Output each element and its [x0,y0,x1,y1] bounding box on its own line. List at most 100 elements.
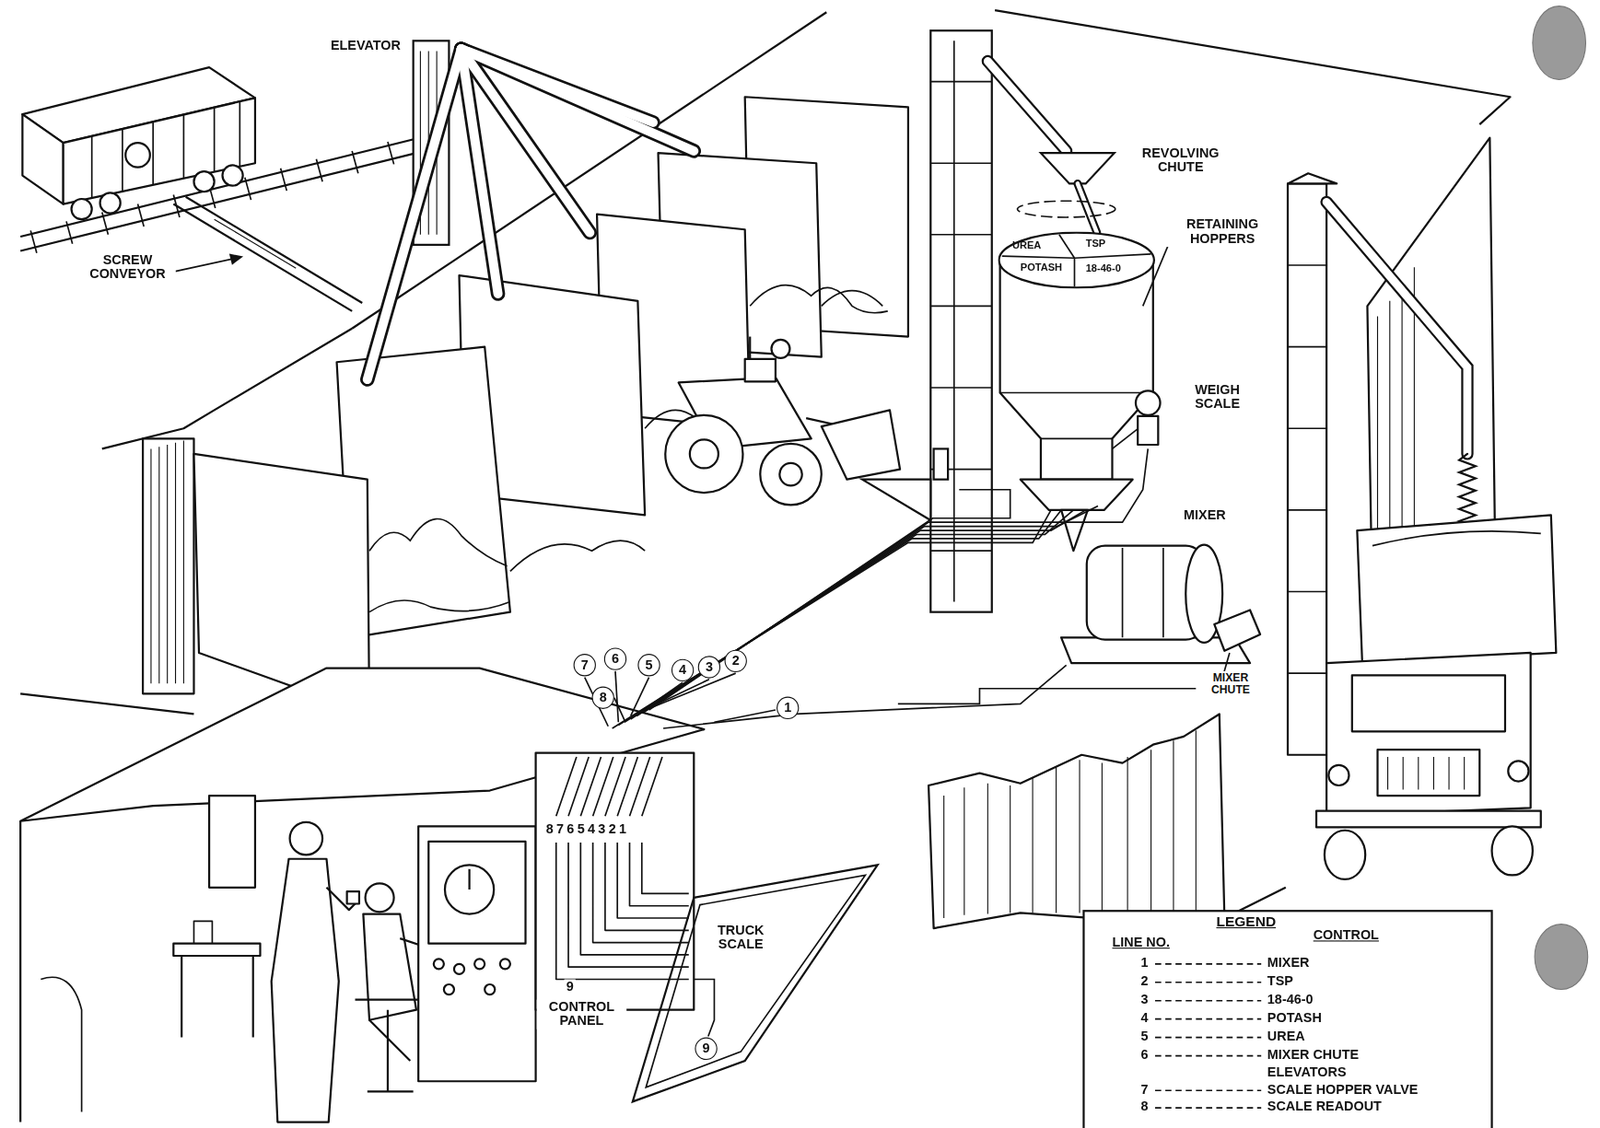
control-room [536,753,695,1011]
truck-scale-platform: TRUCK SCALE [612,862,888,1108]
truck [1492,826,1533,876]
hopper-top: UREATSPPOTASH18-46-0 [997,231,1156,289]
fertilizer-pile [369,600,511,613]
legend-entry: POTASH [1265,1011,1324,1027]
front-loader [689,439,719,468]
control-room [209,795,256,888]
control-room [484,984,495,995]
control-room [418,826,536,1082]
bucket-elevator-leg [862,30,993,612]
control-wire [614,698,625,721]
mixer-drum [1214,609,1261,651]
legend-title: LEGEND [1214,914,1278,931]
control-wire [636,505,1098,716]
building-outline [994,10,1510,125]
control-wire [646,679,710,710]
legend-header: LINE NO. [1109,935,1172,951]
compartment-divider [1002,256,1075,258]
compartment-divider [1074,257,1076,287]
front-loader [821,409,900,479]
broken-wall [928,713,1286,929]
front-loader [748,337,751,360]
legend-box [1083,910,1492,1128]
control-room [474,958,485,970]
legend-dash-line [1155,963,1262,966]
rail-car [71,198,93,220]
screw-conveyor [230,255,241,264]
control-wire [713,710,775,723]
distribution-spout [367,48,462,380]
legend-dash-line [1155,1018,1262,1021]
control-room [433,958,444,970]
building-outline [142,438,194,694]
loadout-spout [1326,201,1468,455]
revolving-chute [1077,183,1098,233]
control-wire [693,979,714,1037]
control-room [428,841,526,945]
truck [1324,830,1366,880]
truck [1316,811,1542,829]
line-number: 5 [1138,1029,1150,1045]
control-room [20,668,704,1123]
bucket-elevator-leg [934,448,949,479]
revolving-chute [1077,183,1098,233]
rail-car [100,192,121,213]
screw-conveyor [173,204,352,312]
truck [1352,675,1506,732]
bucket-elevator-leg [930,30,992,612]
part-label: SCREW CONVEYOR [79,253,176,283]
scale-outline [632,864,878,1102]
control-room [40,977,82,1112]
control-wire [630,677,650,717]
line-number: 7 [1138,1082,1150,1098]
revolving-chute [987,60,1115,233]
legend-entry: SCALE HOPPER VALVE [1265,1082,1421,1098]
callout-number: 3 [698,655,721,678]
callout-number: 2 [724,650,748,673]
punch-hole [1532,6,1587,81]
control-room [362,914,417,1021]
rail-car [63,97,256,204]
control-wire [584,448,1230,1037]
control-room [19,821,22,1123]
part-label: ELEVATOR [328,38,403,54]
legend-dash-line [1155,1055,1262,1058]
fertilizer-pile [369,285,888,613]
truck [1372,531,1542,547]
building-outline [20,693,194,714]
legend-dash-line [1155,1000,1262,1003]
wire-number: 9 [564,979,576,994]
rail-car [22,114,63,204]
legend-entry: UREA [1265,1029,1308,1045]
compartment-divider [1074,254,1151,258]
callout-number: 8 [592,687,615,710]
control-wire [898,653,1230,704]
truck [1507,760,1529,782]
control-room [444,864,494,914]
front-loader [759,443,821,505]
line-number: 4 [1138,1011,1150,1027]
rail-car [221,164,243,186]
control-room [181,956,254,1039]
legend-entry: TSP [1265,974,1296,990]
control-room [556,842,690,980]
truck [1328,765,1349,786]
legend-box [1083,910,1492,1128]
screw-conveyor [186,197,363,304]
control-room [173,944,260,957]
legend-entry: SCALE READOUT [1265,1099,1384,1115]
mixer-drum [1061,545,1261,665]
control-wire [615,671,619,723]
retaining-hopper [1020,479,1133,511]
fertilizer-pile [749,285,888,314]
truck-scale-platform-outline [612,862,888,1108]
truck [1378,749,1481,796]
punch-hole [1534,924,1589,991]
distribution-spout [367,48,694,380]
loadout-elevator [1287,173,1337,184]
rail-car [125,142,151,168]
front-loader [745,359,776,382]
legend-entry: ELEVATORS [1265,1065,1349,1081]
control-room [290,822,323,855]
retaining-hopper [1000,392,1154,439]
